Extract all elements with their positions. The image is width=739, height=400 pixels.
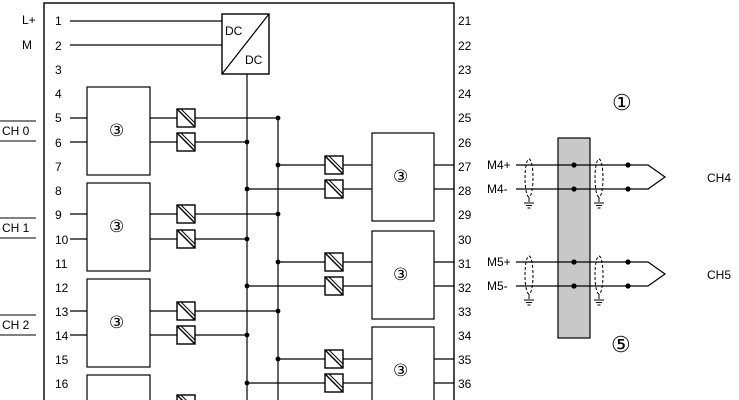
- right-pin: 35: [458, 353, 472, 367]
- right-pin: 23: [458, 63, 472, 77]
- right-pin: 36: [458, 377, 472, 391]
- left-pin: 1: [55, 14, 62, 28]
- right-pin: 28: [458, 184, 472, 198]
- right-pin: 24: [458, 87, 472, 101]
- right-terminals: 21 22 23 24 25 26 27 28 29 30 31 32 33 3…: [458, 14, 472, 391]
- module-housing: [43, 2, 455, 400]
- m5-plus-label: M5+: [487, 255, 511, 269]
- input-block-ch2: ③: [70, 278, 281, 368]
- block-ref: ③: [393, 167, 408, 186]
- dc-in-label: DC: [225, 24, 243, 38]
- svg-text:①: ①: [612, 90, 632, 115]
- right-pin: 26: [458, 136, 472, 150]
- m4-minus-label: M4-: [487, 182, 508, 196]
- input-block-ch0: ③: [70, 86, 281, 176]
- right-pin: 31: [458, 257, 472, 271]
- output-block-ch6: ③: [244, 326, 454, 400]
- channel-label-1: CH 1: [0, 217, 36, 239]
- channel-label-0: CH 0: [0, 120, 36, 142]
- callout-5: ⑤: [611, 332, 631, 357]
- right-pin: 25: [458, 111, 472, 125]
- left-pin: 8: [55, 184, 62, 198]
- left-pin: 6: [55, 136, 62, 150]
- channel-label-2: CH 2: [0, 314, 36, 336]
- left-terminals: 1 2 3 4 5 6 7 8 9 10 11 12 13 14 15 16: [55, 14, 69, 391]
- input-block-ch3-partial: [86, 374, 196, 400]
- block-ref: ③: [393, 361, 408, 380]
- svg-text:CH 2: CH 2: [2, 318, 30, 332]
- left-pin: 15: [55, 353, 69, 367]
- left-pin: 12: [55, 281, 69, 295]
- field-wiring-ch5: M5+ M5- CH5: [487, 255, 731, 306]
- left-pin: 5: [55, 111, 62, 125]
- internal-bus: [246, 74, 279, 400]
- right-pin: 30: [458, 233, 472, 247]
- right-pin: 21: [458, 14, 472, 28]
- left-pin: 13: [55, 305, 69, 319]
- dc-out-label: DC: [245, 53, 263, 67]
- m5-minus-label: M5-: [487, 279, 508, 293]
- left-pin: 9: [55, 208, 62, 222]
- ch4-label: CH4: [707, 171, 731, 185]
- svg-text:CH 0: CH 0: [2, 124, 30, 138]
- left-pin: 2: [55, 39, 62, 53]
- label-m: M: [22, 38, 32, 52]
- terminal-block: [557, 137, 591, 339]
- svg-text:CH 1: CH 1: [2, 221, 30, 235]
- block-ref: ③: [109, 217, 124, 236]
- ch5-label: CH5: [707, 268, 731, 282]
- right-pin: 32: [458, 281, 472, 295]
- dc-dc-converter: DC DC: [70, 13, 270, 75]
- field-wiring-ch4: M4+ M4- CH4: [487, 158, 731, 209]
- right-pin: 27: [458, 160, 472, 174]
- left-pin: 16: [55, 377, 69, 391]
- m4-plus-label: M4+: [487, 158, 511, 172]
- left-pin: 10: [55, 233, 69, 247]
- callout-1: ①: [612, 90, 632, 115]
- right-pin: 34: [458, 329, 472, 343]
- left-pin: 7: [55, 160, 62, 174]
- output-block-ch4: ③: [244, 132, 454, 222]
- right-pin: 22: [458, 39, 472, 53]
- input-block-ch1: ③: [70, 182, 281, 272]
- right-pin: 29: [458, 208, 472, 222]
- left-pin: 3: [55, 63, 62, 77]
- left-pin: 4: [55, 87, 62, 101]
- block-ref: ③: [109, 121, 124, 140]
- left-pin: 11: [55, 257, 68, 271]
- label-l-plus: L+: [22, 13, 36, 27]
- block-ref: ③: [393, 265, 408, 284]
- left-pin: 14: [55, 329, 69, 343]
- svg-text:⑤: ⑤: [611, 332, 631, 357]
- block-ref: ③: [109, 313, 124, 332]
- right-pin: 33: [458, 305, 472, 319]
- output-block-ch5: ③: [244, 230, 454, 320]
